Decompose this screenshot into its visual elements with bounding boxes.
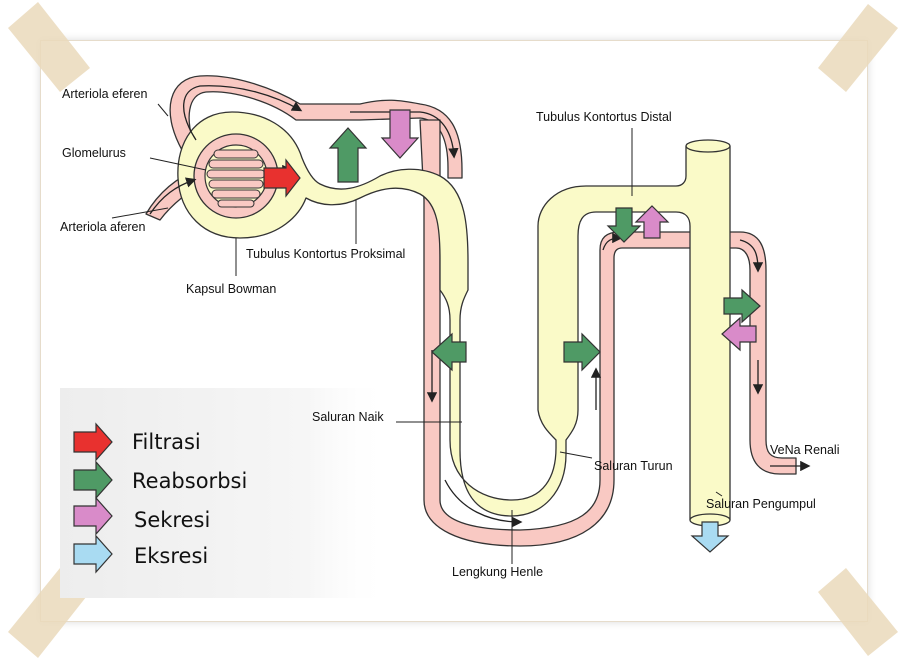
leader-lines (111, 103, 723, 564)
glomerulus-tuft (193, 133, 279, 219)
legend-label: Filtrasi (132, 430, 201, 454)
label-kapsul-bowman: Kapsul Bowman (186, 282, 276, 296)
legend-label: Sekresi (134, 508, 210, 532)
label-tubulus-proksimal: Tubulus Kontortus Proksimal (246, 247, 405, 261)
process-arrows (263, 109, 761, 553)
legend: Filtrasi Reabsorbsi Sekresi Eksresi (73, 422, 247, 574)
label-tubulus-distal: Tubulus Kontortus Distal (536, 110, 672, 124)
label-glomerulus: Glomelurus (62, 146, 126, 160)
legend-swatch (73, 534, 113, 574)
legend-item-sekresi: Sekresi (73, 496, 210, 536)
renal-tubule (177, 111, 731, 527)
label-saluran-turun: Saluran Turun (594, 459, 673, 473)
label-arteriola-eferen: Arteriola eferen (62, 87, 148, 101)
legend-swatch (73, 460, 113, 500)
legend-background (60, 388, 390, 598)
legend-swatch (73, 496, 113, 536)
legend-label: Eksresi (134, 544, 208, 568)
label-saluran-pengumpul: Saluran Pengumpul (706, 497, 816, 511)
legend-swatch (73, 422, 113, 462)
legend-item-filtrasi: Filtrasi (73, 422, 201, 462)
legend-item-reabsorbsi: Reabsorbsi (73, 460, 247, 500)
flow-arrows (149, 85, 811, 528)
legend-label: Reabsorbsi (132, 469, 247, 493)
label-vena-renali: VeNa Renali (770, 443, 840, 457)
legend-item-eksresi: Eksresi (73, 534, 208, 574)
label-saluran-naik: Saluran Naik (312, 410, 384, 424)
label-lengkung-henle: Lengkung Henle (452, 565, 543, 579)
label-arteriola-aferen: Arteriola aferen (60, 220, 146, 234)
